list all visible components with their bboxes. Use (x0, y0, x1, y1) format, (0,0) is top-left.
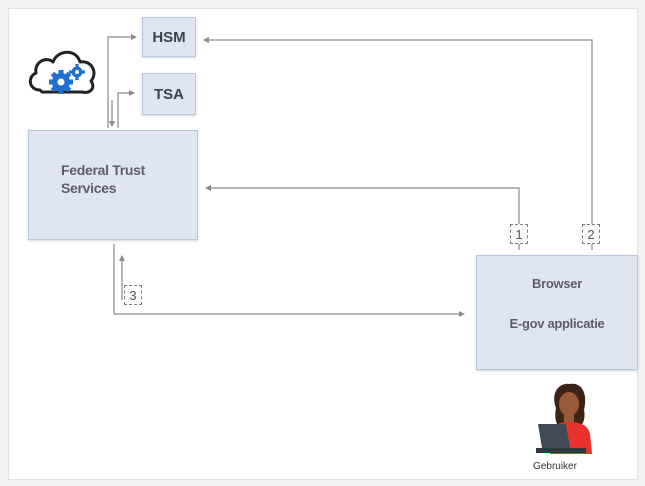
hsm-label: HSM (152, 28, 186, 46)
federal-trust-services-box: Federal Trust Services (28, 130, 198, 240)
step-2-badge: 2 (582, 224, 600, 244)
fts-label-line2: Services (61, 180, 117, 196)
arrow-fts-to-tsa (117, 90, 135, 128)
step-1-badge: 1 (510, 224, 528, 244)
arrow-browser-to-hsm (203, 37, 593, 250)
step-2-label: 2 (587, 226, 595, 242)
diagram-frame (8, 8, 638, 480)
hsm-box: HSM (142, 17, 196, 57)
browser-label: Browser (532, 276, 582, 291)
step-3-badge: 3 (124, 285, 142, 305)
arrow-fts-to-browser (113, 244, 465, 317)
user-laptop-icon (536, 383, 592, 454)
step-3-label: 3 (129, 287, 137, 303)
browser-box: Browser E-gov applicatie (476, 255, 638, 370)
user-label: Gebruiker (533, 461, 577, 472)
tsa-box: TSA (142, 73, 196, 115)
fts-label-line1: Federal Trust (61, 162, 146, 178)
arrow-browser-to-fts (205, 185, 520, 250)
cloud-gears-icon (28, 50, 96, 94)
arrow-fts-to-hsm (107, 34, 137, 128)
step-1-label: 1 (515, 226, 523, 242)
tsa-label: TSA (154, 85, 184, 103)
egov-app-label: E-gov applicatie (509, 316, 605, 331)
